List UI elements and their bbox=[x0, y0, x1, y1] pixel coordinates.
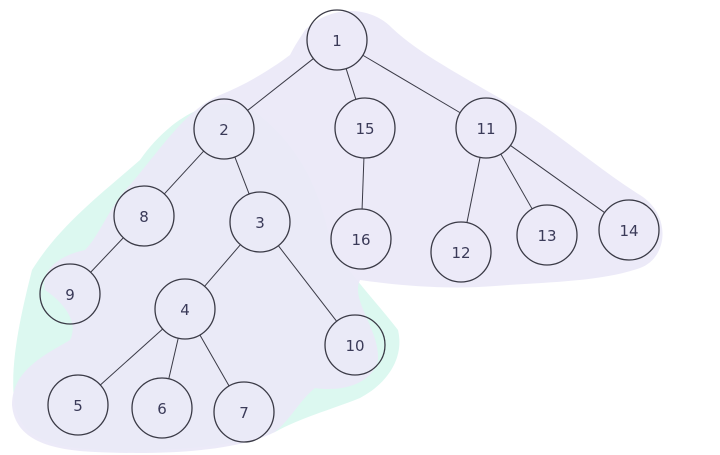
node-circle bbox=[430, 221, 492, 283]
tree-node-2: 2 bbox=[193, 98, 255, 160]
tree-node-1: 1 bbox=[306, 9, 368, 71]
edge-1-2 bbox=[247, 58, 314, 111]
node-circle bbox=[455, 97, 517, 159]
edge-1-15 bbox=[345, 68, 357, 100]
tree-node-7: 7 bbox=[213, 381, 275, 443]
node-label: 14 bbox=[619, 222, 638, 240]
tree-node-13: 13 bbox=[516, 204, 578, 266]
node-circle bbox=[229, 191, 291, 253]
edge-4-7 bbox=[199, 334, 230, 387]
node-label: 16 bbox=[351, 231, 370, 249]
node-label: 15 bbox=[355, 120, 374, 138]
edge-2-3 bbox=[234, 156, 250, 195]
node-circle bbox=[334, 97, 396, 159]
tree-node-12: 12 bbox=[430, 221, 492, 283]
node-label: 9 bbox=[65, 286, 75, 304]
highlight-lavender-region bbox=[12, 10, 663, 453]
edge-2-8 bbox=[163, 150, 205, 195]
node-label: 7 bbox=[239, 404, 249, 422]
edges-layer bbox=[90, 54, 605, 387]
node-circle bbox=[113, 185, 175, 247]
node-circle bbox=[47, 374, 109, 436]
tree-node-6: 6 bbox=[131, 377, 193, 439]
node-label: 5 bbox=[73, 397, 83, 415]
node-circle bbox=[213, 381, 275, 443]
tree-node-16: 16 bbox=[330, 208, 392, 270]
edge-11-12 bbox=[466, 157, 481, 223]
edge-3-4 bbox=[204, 244, 241, 287]
node-label: 2 bbox=[219, 121, 229, 139]
node-circle bbox=[598, 199, 660, 261]
node-circle bbox=[306, 9, 368, 71]
tree-node-5: 5 bbox=[47, 374, 109, 436]
edge-1-11 bbox=[362, 54, 461, 114]
node-label: 10 bbox=[345, 337, 364, 355]
tree-node-3: 3 bbox=[229, 191, 291, 253]
edge-8-9 bbox=[90, 237, 124, 273]
edge-15-16 bbox=[361, 157, 365, 210]
tree-node-8: 8 bbox=[113, 185, 175, 247]
node-circle bbox=[193, 98, 255, 160]
node-label: 12 bbox=[451, 244, 470, 262]
node-circle bbox=[154, 278, 216, 340]
tree-node-11: 11 bbox=[455, 97, 517, 159]
node-circle bbox=[39, 263, 101, 325]
edge-3-10 bbox=[277, 245, 338, 322]
highlight-layer bbox=[12, 10, 663, 453]
node-circle bbox=[131, 377, 193, 439]
tree-node-4: 4 bbox=[154, 278, 216, 340]
edge-11-13 bbox=[500, 153, 533, 210]
tree-node-10: 10 bbox=[324, 314, 386, 376]
edge-4-5 bbox=[99, 328, 164, 386]
node-label: 1 bbox=[332, 32, 342, 50]
edge-4-6 bbox=[168, 338, 179, 379]
tree-node-14: 14 bbox=[598, 199, 660, 261]
node-label: 4 bbox=[180, 301, 190, 319]
node-circle bbox=[324, 314, 386, 376]
edge-11-14 bbox=[510, 145, 605, 213]
node-label: 3 bbox=[255, 214, 265, 232]
node-label: 11 bbox=[476, 120, 495, 138]
tree-node-9: 9 bbox=[39, 263, 101, 325]
node-label: 8 bbox=[139, 208, 149, 226]
node-circle bbox=[516, 204, 578, 266]
node-label: 6 bbox=[157, 400, 167, 418]
tree-node-15: 15 bbox=[334, 97, 396, 159]
node-label: 13 bbox=[537, 227, 556, 245]
node-circle bbox=[330, 208, 392, 270]
